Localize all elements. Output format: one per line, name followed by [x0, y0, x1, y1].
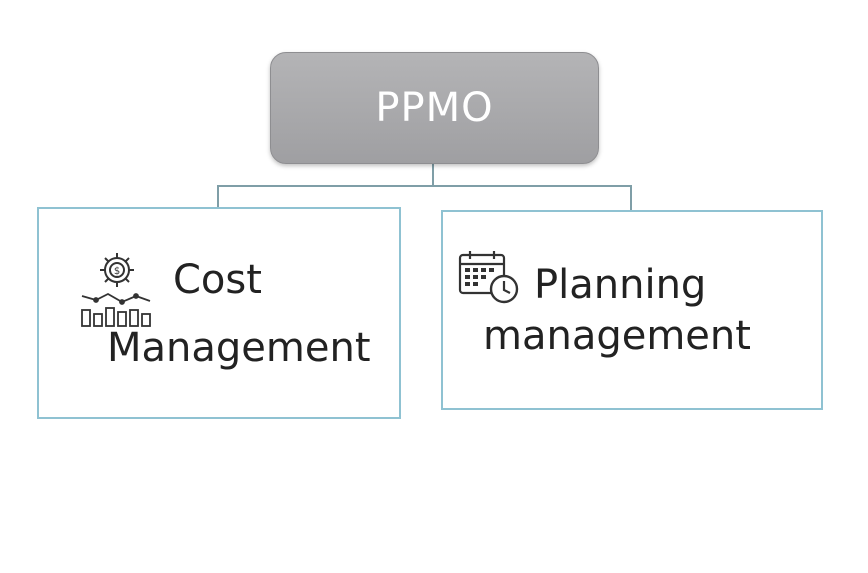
node-planning-management	[441, 210, 823, 410]
root-node-ppmo: PPMO	[270, 52, 599, 164]
node-cost-management	[37, 207, 401, 419]
planning-title-line2: management	[483, 313, 751, 359]
svg-text:$: $	[114, 266, 120, 277]
root-node-label: PPMO	[375, 85, 494, 131]
cost-title-line1: Cost	[173, 257, 262, 303]
bar-chart-trend-icon	[81, 292, 151, 327]
gear-dollar-icon: $	[100, 253, 134, 287]
cost-title-line2: Management	[107, 325, 371, 371]
calendar-clock-icon	[458, 251, 519, 304]
planning-title-line1: Planning	[534, 262, 707, 308]
